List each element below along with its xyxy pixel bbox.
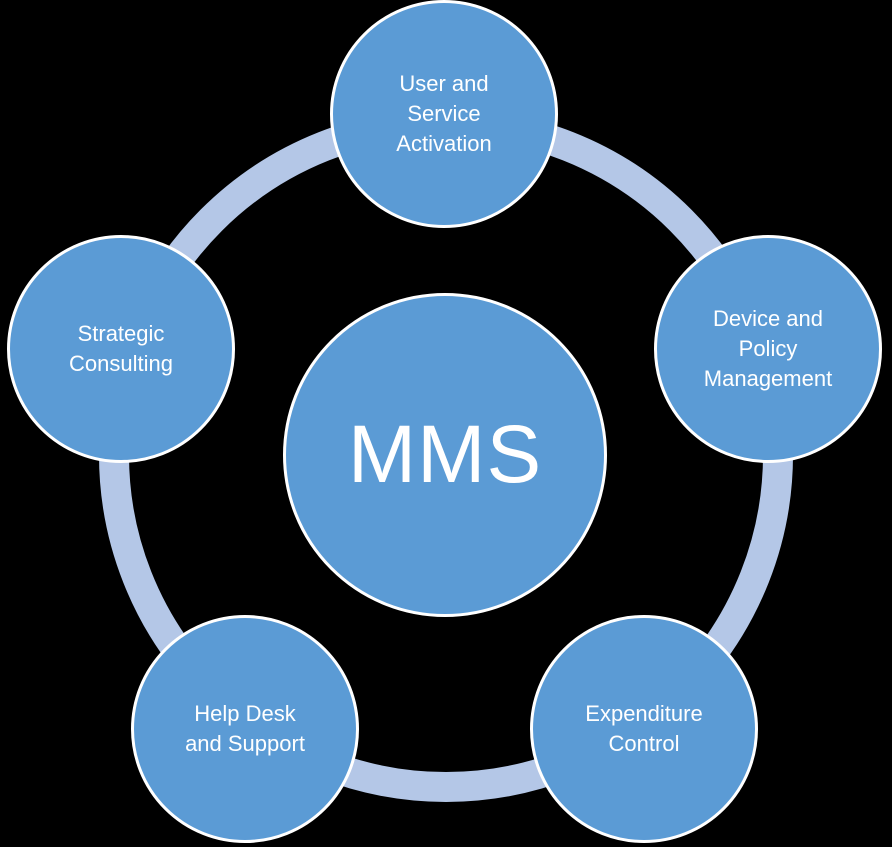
node-label-user-service-activation: User and Service Activation — [396, 71, 492, 156]
node-expenditure-control: Expenditure Control — [530, 615, 758, 843]
node-label-expenditure-control: Expenditure Control — [585, 701, 703, 756]
node-label-device-policy-management: Device and Policy Management — [703, 306, 833, 391]
center-label: MMS — [347, 409, 543, 500]
node-user-service-activation: User and Service Activation — [330, 0, 558, 228]
node-device-policy-management: Device and Policy Management — [654, 235, 882, 463]
node-strategic-consulting: Strategic Consulting — [7, 235, 235, 463]
node-label-help-desk-support: Help Desk and Support — [185, 701, 305, 756]
center-node-mms: MMS — [283, 293, 607, 617]
node-help-desk-support: Help Desk and Support — [131, 615, 359, 843]
node-label-strategic-consulting: Strategic Consulting — [69, 321, 173, 376]
